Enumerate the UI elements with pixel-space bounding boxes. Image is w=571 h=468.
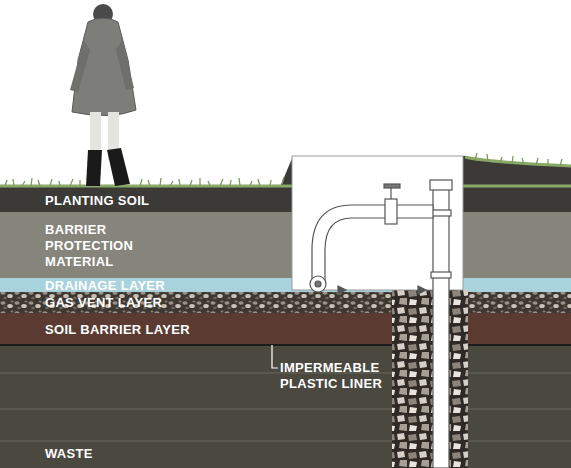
soil-layer-band: SOIL BARRIER LAYER: [0, 313, 571, 345]
callout-label: IMPERMEABLE PLASTIC LINER: [280, 360, 392, 392]
plastic-liner: [0, 344, 571, 346]
soil-mound: [280, 156, 571, 212]
soil-layer-band: DRAINAGE LAYER: [0, 278, 571, 292]
soil-layer-band: BARRIER PROTECTION MATERIAL: [0, 212, 571, 278]
layer-label: PLANTING SOIL: [45, 193, 245, 209]
gas-vent-pipe: [310, 180, 452, 468]
gravel-well: [392, 290, 468, 468]
layer-label: GAS VENT LAYER: [45, 295, 245, 311]
person-figure: [70, 4, 136, 186]
layer-label: DRAINAGE LAYER: [45, 278, 245, 294]
layer-label: BARRIER PROTECTION MATERIAL: [45, 222, 145, 270]
vent-vault: [292, 156, 463, 290]
soil-layer-band: PLANTING SOIL: [0, 186, 571, 212]
grass: [0, 153, 571, 186]
layer-label: SOIL BARRIER LAYER: [45, 322, 245, 338]
layer-label: WASTE: [45, 446, 245, 462]
leader-line: [272, 345, 278, 368]
gravel-layer: [0, 292, 571, 313]
soil-layer-band: GAS VENT LAYER: [0, 292, 571, 313]
